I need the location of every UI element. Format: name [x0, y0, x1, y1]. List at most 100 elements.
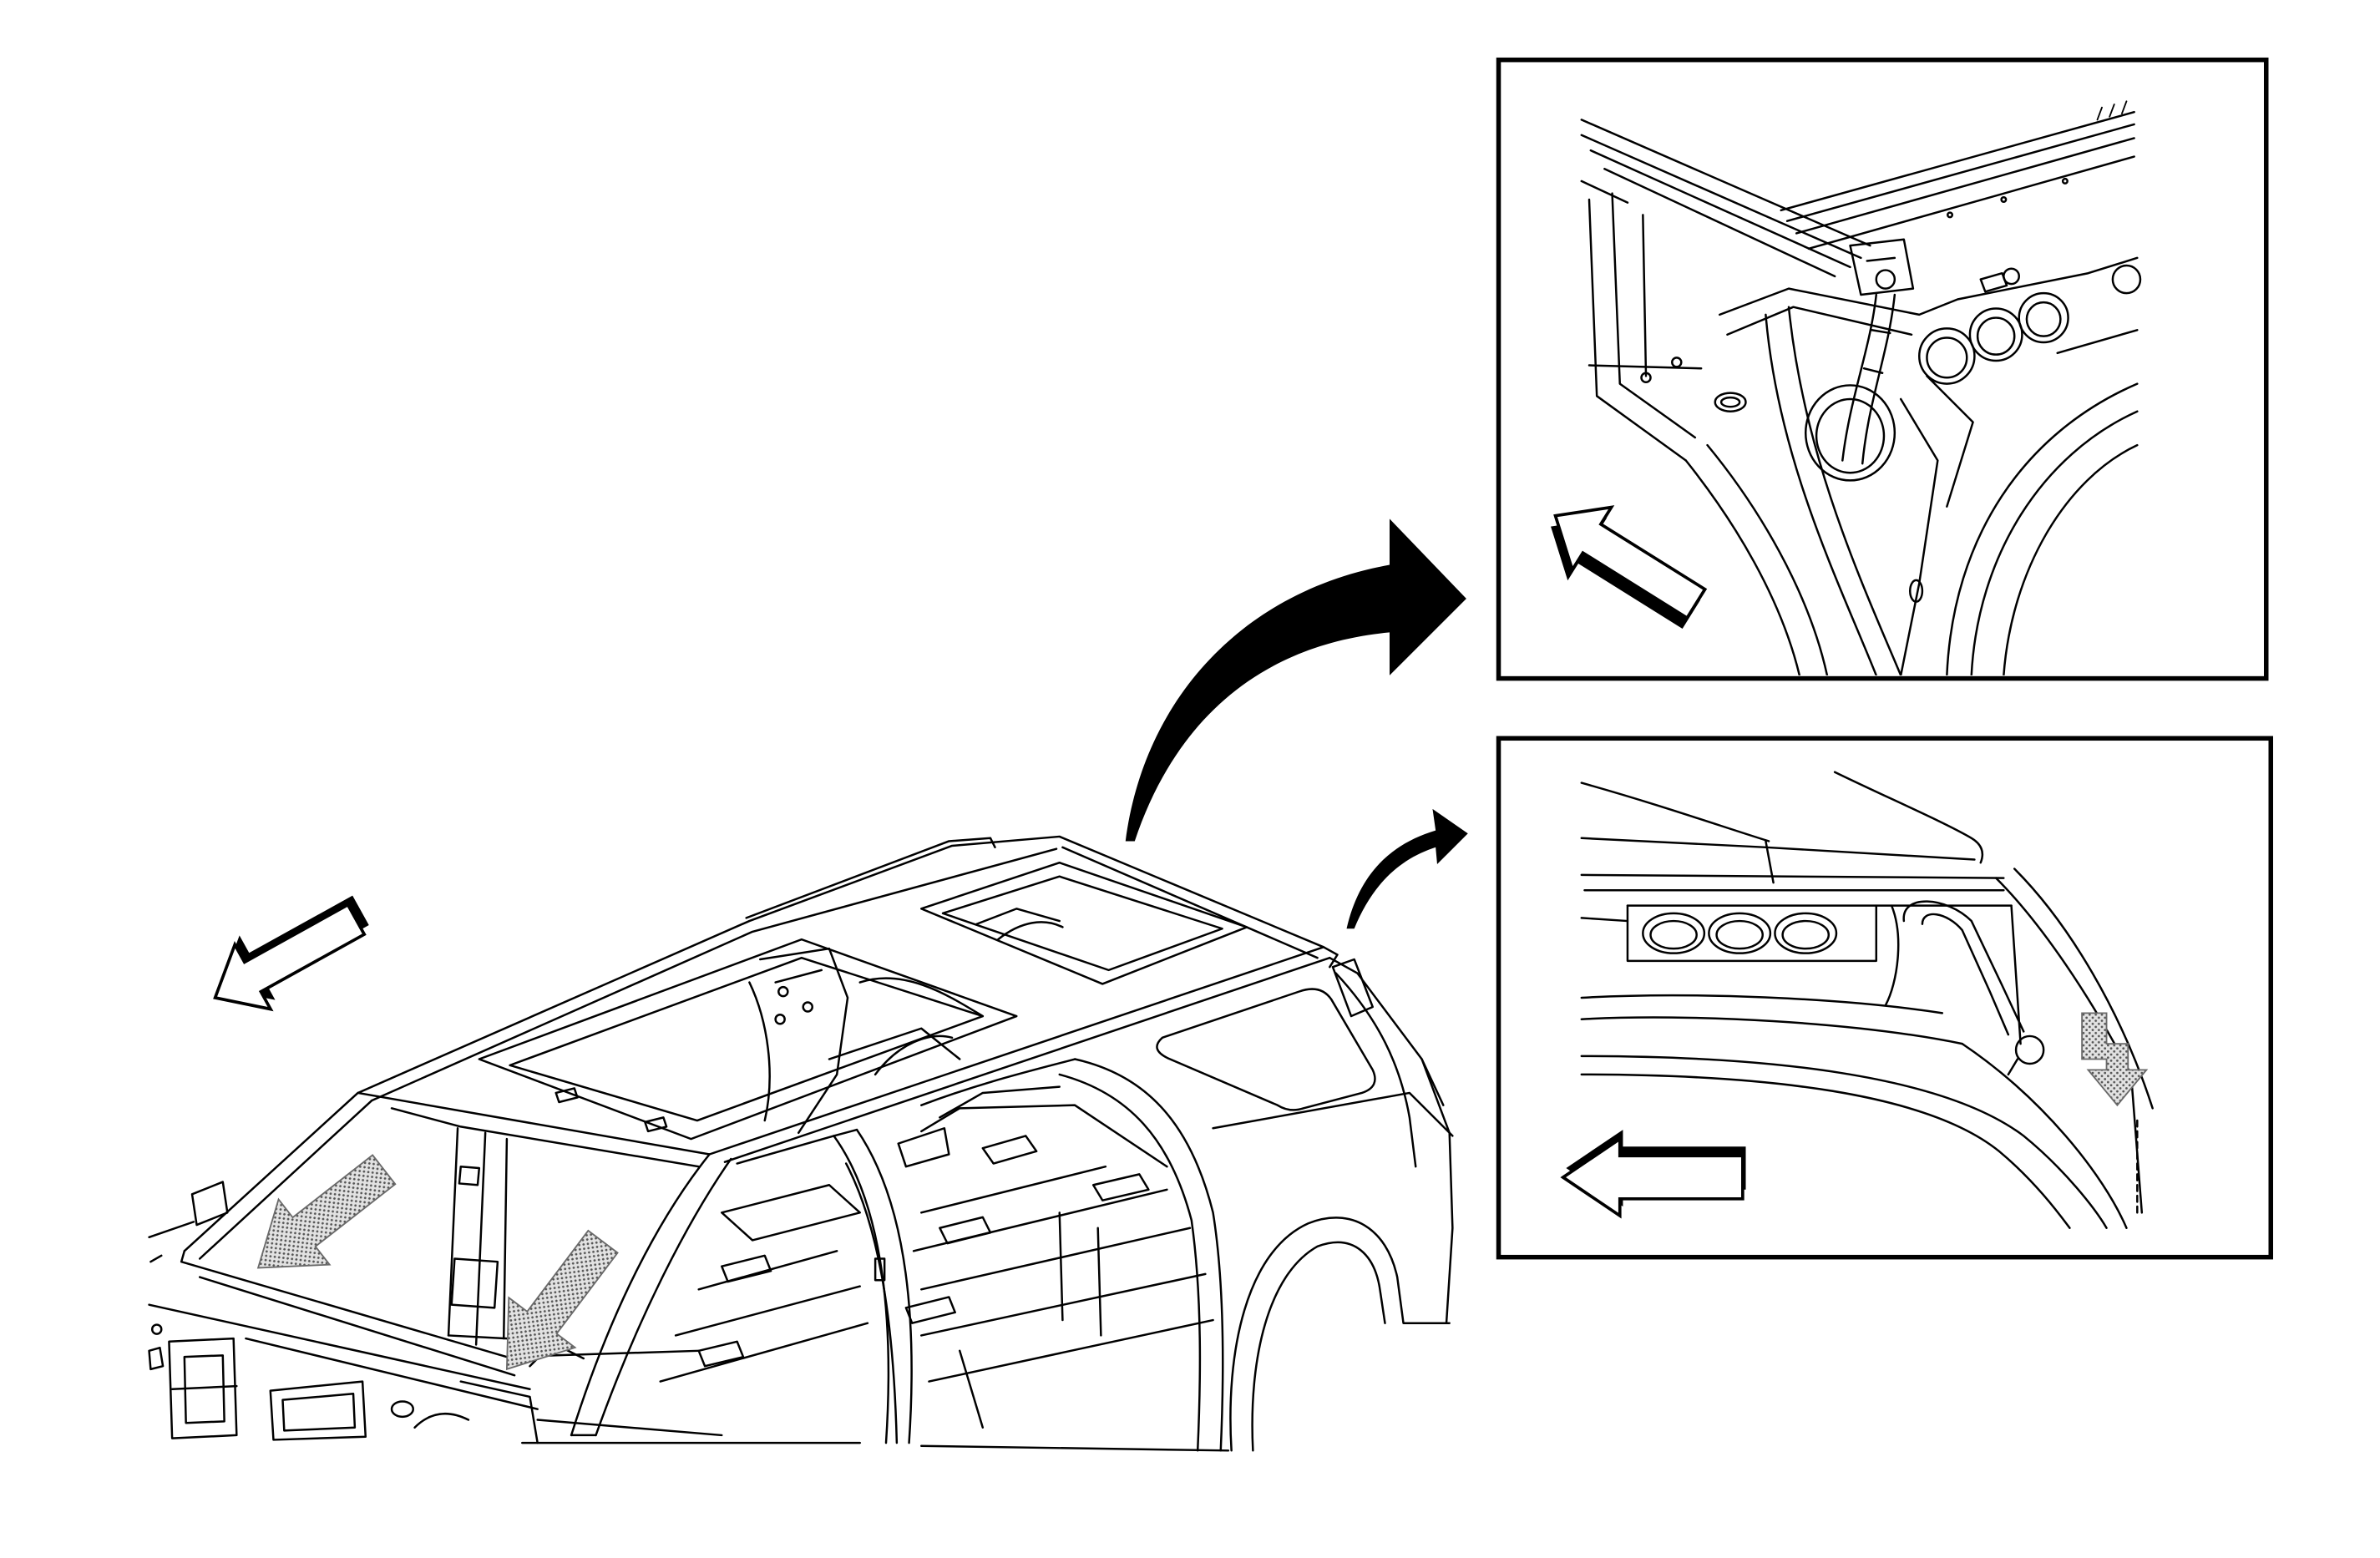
wheelhouse-curve: [1970, 410, 2139, 675]
panel-hole-inner: [1715, 919, 1764, 950]
floor-opening: [721, 1254, 772, 1283]
b-pillar-outer: [833, 1135, 890, 1444]
radiator-support-rib: [170, 1384, 238, 1391]
roof-panel-flange: [1785, 123, 2135, 222]
lower-detail-linework: [1580, 771, 2154, 1229]
sunroof-drain-hose: [1902, 900, 2025, 1033]
panel-hole: [1918, 327, 1976, 385]
pillar-bolt-hole: [774, 1013, 786, 1025]
sunroof-drain-hose: [1921, 913, 2010, 1036]
roof-panel-hatch: [2096, 100, 2128, 121]
panel-hole-inner: [1926, 336, 1968, 379]
forward-direction-arrow-icon: [1560, 1130, 1746, 1219]
panel-hole: [2018, 291, 2069, 344]
roof-panel-flange: [1780, 110, 2135, 212]
pillar-curve: [1787, 306, 1902, 675]
far-b-pillar-inner: [748, 981, 771, 1122]
front-panel-line: [148, 1303, 531, 1391]
pillar-bolt-hole: [802, 1001, 813, 1013]
floor-line: [920, 1165, 1107, 1214]
front-panel-hole: [390, 1400, 414, 1419]
panel-hole-inner: [1649, 919, 1698, 950]
front-panel-edge: [459, 1380, 539, 1444]
lower-panel-line: [1580, 994, 1944, 1014]
panel-hole-inner: [1781, 919, 1831, 950]
wheelhouse-flange: [2056, 329, 2139, 355]
panel-hole: [1774, 912, 1838, 954]
lower-detail-view: [1496, 736, 2274, 1260]
roof-side-flange: [1603, 167, 1836, 278]
roof-opening-tab: [554, 1087, 579, 1104]
roof-bow-structure: [828, 1027, 961, 1060]
roof-panel-stud: [1947, 211, 1954, 219]
drain-fitting: [1875, 269, 1896, 290]
side-rail: [1642, 214, 1648, 377]
hole-panel-edge: [1580, 917, 1629, 923]
front-panel-curve: [413, 1413, 470, 1429]
floor-rib: [1058, 1211, 1064, 1322]
center-panel-hole: [1908, 579, 1924, 603]
pillar-curve: [1706, 443, 1829, 675]
roof-rear-edge: [1061, 846, 1319, 959]
far-a-pillar-inner: [198, 1099, 373, 1260]
far-a-pillar-outer: [183, 1091, 359, 1252]
d-pillar-notch: [1331, 958, 1375, 1018]
stippled-down-arrow: [2081, 1012, 2149, 1107]
floor-rib: [958, 1349, 985, 1429]
rear-roof-opening: [920, 861, 1248, 985]
quarter-inner-curve: [1961, 1042, 2128, 1229]
far-b-pillar-edge: [774, 969, 823, 984]
dash-bracket: [458, 1165, 481, 1186]
center-panel: [1926, 375, 1974, 508]
c-pillar-outer: [1073, 1058, 1224, 1452]
rear-roof-opening-inner: [941, 875, 1223, 972]
rail-hole: [1640, 372, 1652, 384]
floor-line: [928, 1318, 1214, 1383]
rail-grommet-inner: [1719, 396, 1741, 408]
panel-clip: [1979, 271, 2008, 293]
rear-roof-opening-outer: [920, 861, 1248, 985]
floor-opening: [981, 1135, 1038, 1165]
floor-line: [920, 1227, 1192, 1291]
hose-support: [2010, 904, 2022, 1045]
forward-arrow-body: [213, 903, 367, 1012]
roof-panel-lip: [1580, 837, 1976, 861]
far-fender-tip: [149, 1254, 163, 1263]
dash-pillar: [502, 1137, 509, 1340]
sunroof-drain-hose: [1861, 293, 1896, 465]
b-pillar-cap: [833, 1128, 858, 1137]
floor-line: [659, 1322, 869, 1383]
rear-seat-frame: [939, 1085, 1061, 1119]
center-panel: [1899, 397, 1939, 675]
floor-opening: [1091, 1173, 1150, 1201]
front-end-structure: [148, 1303, 1230, 1452]
dash-bracket: [450, 1257, 499, 1309]
drain-bracket: [1849, 238, 1915, 296]
upper-callout-arrow: [1125, 518, 1466, 842]
rear-door-opening-top: [920, 1058, 1076, 1106]
floor-rib: [1096, 1227, 1102, 1337]
rail-hole: [1671, 357, 1683, 368]
drain-bracket-edge: [1866, 256, 1896, 262]
roof-panel-stud: [2000, 195, 2008, 203]
sunroof-drain-hose: [1841, 293, 1878, 462]
rear-door-opening: [920, 1058, 1224, 1452]
cross-member: [721, 1184, 861, 1242]
panel-hole: [1642, 912, 1706, 954]
roof-side-flange: [1580, 180, 1629, 204]
windshield-opening: [148, 1091, 700, 1377]
panel-bump: [2111, 264, 2142, 295]
front-bracket: [148, 1346, 165, 1371]
side-rail: [1611, 192, 1697, 439]
drain-hose-access-hole: [1804, 384, 1896, 482]
front-panel-hole: [150, 1323, 163, 1335]
pillar-bolt-hole: [777, 985, 789, 998]
panel-top-edge: [1726, 306, 1913, 336]
roof-rail-molding: [745, 837, 996, 919]
floor-line: [674, 1285, 861, 1337]
near-a-pillar: [570, 1135, 835, 1437]
quarter-inner-curve: [1580, 1073, 2071, 1229]
far-b-pillar-structure: [759, 947, 849, 1134]
roof-rear-corner: [1322, 946, 1339, 969]
b-pillar-inner: [844, 1162, 899, 1444]
